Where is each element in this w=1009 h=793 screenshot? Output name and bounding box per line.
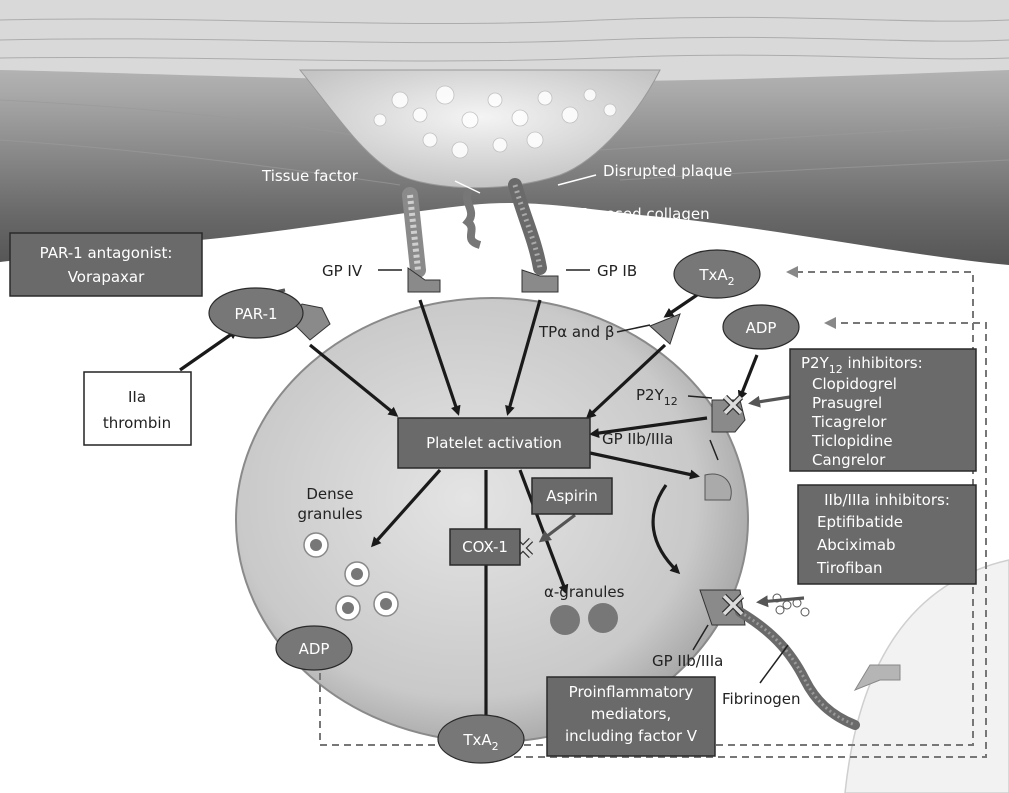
- aspirin-box: [531, 477, 613, 515]
- tp-alpha-beta-label: TPα and β: [538, 323, 614, 341]
- fibrinogen-label: Fibrinogen: [722, 690, 801, 708]
- platelet-activation-box: [397, 417, 591, 469]
- gp-inhibitor-item: Eptifibatide: [817, 513, 903, 531]
- adp-top-oval: [722, 304, 800, 350]
- p2y12-inhibitor-item: Clopidogrel: [812, 375, 897, 393]
- vessel-wall: [0, 0, 1009, 265]
- disrupted-plaque-label: Disrupted plaque: [603, 162, 732, 180]
- proinflammatory-box: [546, 676, 716, 757]
- txa2-bottom-label: TxA2: [462, 731, 498, 753]
- cox1-label: COX-1: [462, 538, 508, 556]
- p2y12-inhibitors-box: [789, 348, 977, 472]
- collagen-strands: [402, 178, 547, 278]
- exposed-collagen-label: Exposed collagen: [578, 205, 710, 223]
- proinflammatory-line2: mediators,: [591, 705, 672, 723]
- gp-inhibitors-box: [797, 484, 977, 585]
- par1-antagonist-box: [9, 232, 203, 297]
- inhibition-marks: [512, 394, 745, 617]
- par1-oval: [208, 287, 304, 339]
- p2y12-inhibitor-item: Cangrelor: [812, 451, 886, 469]
- thrombin-line2: thrombin: [103, 414, 171, 432]
- p2y12-inhibitor-item: Ticagrelor: [811, 413, 887, 431]
- fibrinogen-molecule: [735, 593, 860, 730]
- p2y12-label: P2Y12: [636, 386, 678, 408]
- p2y12-inhibitor-item: Prasugrel: [812, 394, 882, 412]
- dense-granules: [303, 532, 399, 621]
- gp-ib-label: GP IB: [597, 262, 637, 280]
- gp-inhibitors-title: IIb/IIIa inhibitors:: [824, 491, 950, 509]
- p2y12-inhibitor-item: Ticlopidine: [811, 432, 893, 450]
- cox1-box: [449, 528, 521, 566]
- alpha-granules-label: α-granules: [544, 583, 625, 601]
- platelet-activation-label: Platelet activation: [426, 434, 562, 452]
- adjacent-receptor: [853, 664, 901, 692]
- adp-bottom-oval: [275, 625, 353, 671]
- p2y12-inhibitors-title: P2Y12 inhibitors:: [801, 354, 923, 376]
- dense-granules-label-line2: granules: [297, 505, 362, 523]
- tissue-factor-label: Tissue factor: [261, 167, 359, 185]
- thrombin-box: [83, 371, 192, 446]
- proinflammatory-line3: including factor V: [565, 727, 698, 745]
- adp-top-label: ADP: [746, 319, 777, 337]
- adp-bottom-label: ADP: [299, 640, 330, 658]
- gp-inhibitor-item: Tirofiban: [816, 559, 883, 577]
- aspirin-label: Aspirin: [546, 487, 598, 505]
- proinflammatory-line1: Proinflammatory: [569, 683, 694, 701]
- par1-antagonist-title: PAR-1 antagonist:: [40, 244, 173, 262]
- gp-iv-label: GP IV: [322, 262, 363, 280]
- par1-label: PAR-1: [234, 305, 277, 323]
- gp-iib-iiia-bottom-label: GP IIb/IIIa: [652, 652, 723, 670]
- arrows: [179, 288, 805, 741]
- par1-antagonist-drug: Vorapaxar: [68, 268, 145, 286]
- gp-iib-iiia-top-label: GP IIb/IIIa: [602, 430, 673, 448]
- txa2-bottom-oval: [437, 714, 525, 764]
- txa2-top-oval: [673, 249, 761, 299]
- leader-lines: [378, 174, 789, 684]
- dense-granules-label-line1: Dense: [306, 485, 353, 503]
- txa2-top-label: TxA2: [698, 266, 734, 288]
- gp-inhibitor-item: Abciximab: [817, 536, 896, 554]
- thrombin-line1: IIa: [128, 388, 146, 406]
- alpha-granules: [550, 603, 618, 635]
